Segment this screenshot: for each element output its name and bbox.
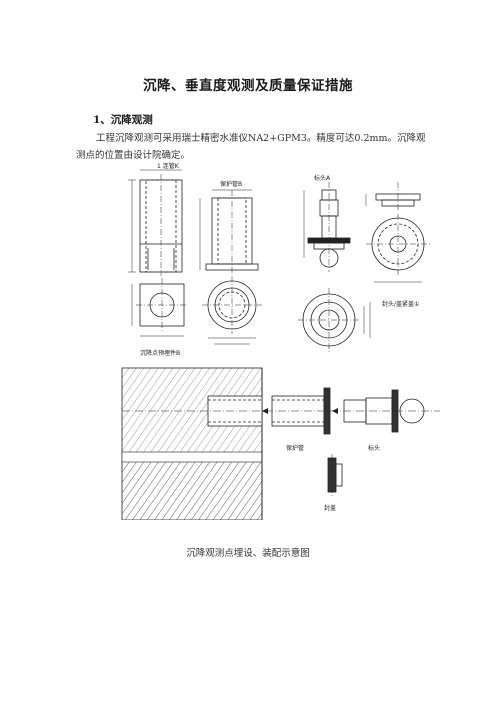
assy-cover [327, 454, 343, 496]
marker-elevation [303, 182, 351, 272]
section-heading: 1、沉降观测 [93, 114, 153, 126]
label-head: 标头 [368, 444, 380, 452]
label-protect-pipe: 保护管 [286, 444, 304, 452]
label-cover: 封盖 [324, 504, 336, 512]
marker-plan [298, 288, 371, 352]
document-title: 沉降、垂直度观测及质量保证措施 [143, 78, 353, 94]
figure-caption: 沉降观测点埋设、装配示意图 [186, 548, 310, 559]
embed-elevation [128, 169, 183, 276]
body-paragraph: 工程沉降观测可采用瑞士精密水准仪NA2+GPM3。精度可达0.2mm。沉降观测点… [76, 133, 426, 161]
label-sleeve-width: 1 连管K [157, 162, 180, 170]
label-marker-A: 标头A [314, 174, 331, 182]
protect-plan [202, 276, 262, 345]
concrete-wall [121, 367, 263, 521]
protect-elevation [199, 189, 259, 274]
embed-plan [131, 278, 188, 337]
settlement-drawing: 1 连管K 沉降点预埋件B 保护管B 标头A [100, 158, 462, 521]
cap-plan [366, 214, 430, 283]
cap-elevation [365, 182, 421, 210]
label-embed-title: 沉降点预埋件B [140, 349, 180, 357]
label-cap-title: 封头/盖紧盖① [382, 300, 419, 308]
label-sleeve-B: 保护管B [220, 180, 242, 188]
